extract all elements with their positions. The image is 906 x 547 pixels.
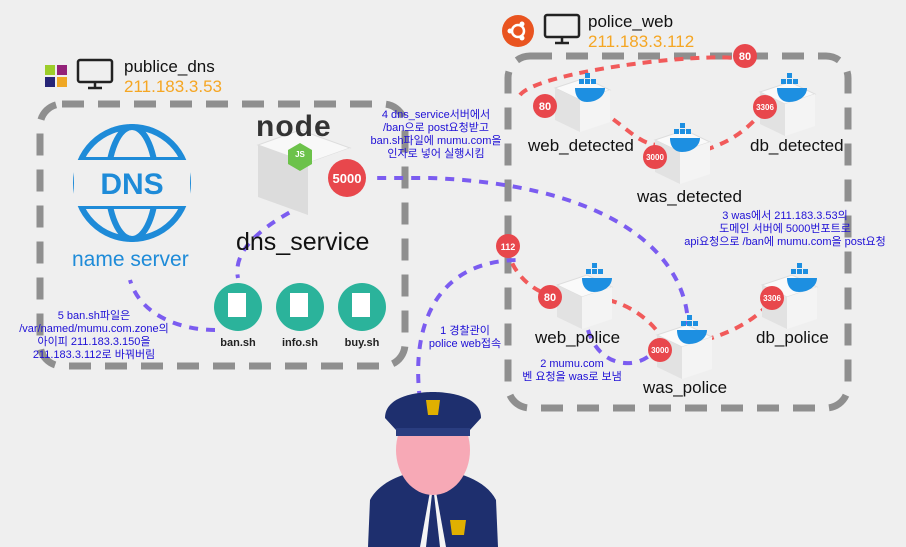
- link-80-webdetected: [518, 55, 746, 97]
- nodejs-js-text: JS: [295, 150, 305, 159]
- note-step1-line1: 1 경찰관이: [440, 325, 490, 337]
- script-label-buy: buy.sh: [344, 337, 380, 349]
- note-step4-line1: 4 dns_service서버에서: [381, 109, 491, 121]
- script-label-ban: ban.sh: [220, 337, 256, 349]
- db-detected-label: db_detected: [750, 136, 844, 155]
- container-web-detected: [553, 77, 612, 132]
- dns-host-box: [36, 100, 409, 370]
- docker-icon: [582, 263, 612, 292]
- note-step5-line1: 5 ban.sh파일은: [57, 310, 131, 322]
- link-webdetected-wasdetected: [598, 108, 661, 147]
- note-step1-line2: police web접속: [428, 338, 502, 350]
- container-db-detected: [758, 81, 817, 136]
- note-step2: 2 mumu.com 벤 요청을 was로 보냄: [507, 358, 637, 384]
- note-step5-line2: /var/named/mumu.com.zone의: [19, 323, 169, 335]
- dns-service-label: dns_service: [236, 228, 370, 256]
- note-step1: 1 경찰관이 police web접속: [410, 325, 520, 351]
- note-step3-line2: 도메인 서버에 5000번포트로: [719, 223, 851, 235]
- note-step4-line2: /ban으로 post요청받고: [383, 122, 489, 134]
- dns-logo-text: DNS: [100, 168, 164, 201]
- port-label-was-detected: 3000: [646, 153, 664, 162]
- was-police-label: was_police: [643, 378, 728, 397]
- port-label-dns-service: 5000: [333, 171, 362, 186]
- note-step2-line1: 2 mumu.com: [540, 358, 604, 370]
- note-step4: 4 dns_service서버에서 /ban으로 post요청받고 ban.sh…: [356, 109, 516, 161]
- docker-icon: [787, 263, 817, 292]
- link-bansh-nameserver: [128, 279, 216, 332]
- name-server-label: name server: [72, 248, 189, 271]
- ubuntu-icon: [502, 15, 534, 47]
- port-label-external-112: 112: [501, 242, 516, 252]
- monitor-icon: [76, 58, 114, 90]
- link-webpolice-waspolice-red: [607, 298, 662, 337]
- link-waspolice-dns: [370, 176, 691, 331]
- docker-icon: [677, 315, 707, 344]
- link-officer-webpolice: [416, 258, 521, 401]
- note-step5-line4: 211.183.3.112로 바꿔버림: [32, 349, 156, 361]
- docker-icons: [575, 73, 817, 344]
- port-label-db-detected: 3306: [756, 103, 774, 112]
- script-file-icons: [214, 283, 386, 331]
- port-badges: [328, 44, 784, 362]
- docker-icon: [670, 123, 700, 152]
- was-detected-label: was_detected: [637, 187, 742, 206]
- port-label-db-police: 3306: [763, 294, 781, 303]
- port-label-external-80: 80: [739, 51, 751, 63]
- script-label-info: info.sh: [281, 337, 319, 349]
- monitor-icon: [543, 13, 581, 45]
- note-step3-line1: 3 was에서 211.183.3.53의: [722, 210, 848, 222]
- port-label-web-police: 80: [544, 292, 556, 304]
- note-step4-line4: 인자로 넣어 실행시킴: [387, 148, 485, 160]
- web-host-ip: 211.183.3.112: [588, 32, 695, 51]
- note-step3: 3 was에서 211.183.3.53의 도메인 서버에 5000번포트로 a…: [668, 210, 902, 249]
- web-detected-label: web_detected: [528, 136, 634, 155]
- web-police-label: web_police: [535, 328, 621, 347]
- note-step5-line3: 아이피 211.183.3.150을: [37, 336, 151, 348]
- port-label-web-detected: 80: [539, 101, 551, 113]
- port-label-was-police: 3000: [651, 346, 669, 355]
- nodejs-icon: [288, 143, 312, 171]
- dns-host-title: publice_dns: [124, 57, 215, 76]
- note-step4-line3: ban.sh파일에 mumu.com을: [370, 135, 502, 147]
- note-step5: 5 ban.sh파일은 /var/named/mumu.com.zone의 아이…: [4, 310, 184, 362]
- centos-icon: [45, 65, 67, 87]
- docker-icon: [777, 73, 807, 102]
- web-host-title: police_web: [588, 12, 674, 31]
- port-badge-labels: 80 80 3000 3306 112 80 3000 3306 5000: [333, 51, 782, 355]
- dns-host-ip: 211.183.3.53: [124, 77, 222, 96]
- police-officer-icon: [368, 392, 498, 547]
- note-step2-line2: 벤 요청을 was로 보냄: [522, 371, 622, 383]
- web-host-box: [504, 52, 852, 412]
- docker-icon: [575, 73, 605, 102]
- note-step3-line3: api요청으로 /ban에 mumu.com을 post요청: [684, 236, 886, 248]
- dns-globe-icon: [73, 124, 191, 242]
- nodejs-logo-text: node: [256, 110, 332, 143]
- db-police-label: db_police: [756, 328, 829, 347]
